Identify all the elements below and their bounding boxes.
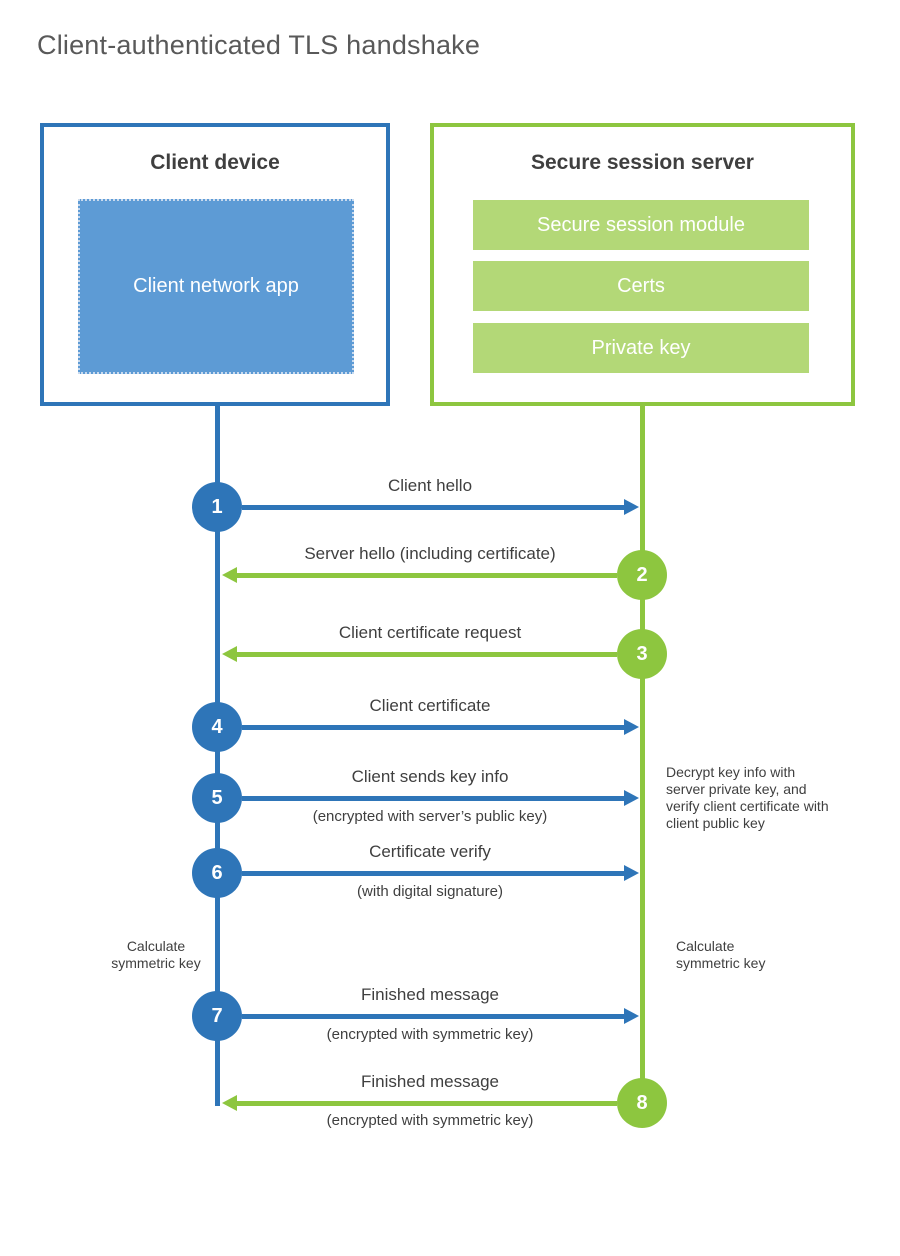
page-title: Client-authenticated TLS handshake — [37, 30, 481, 60]
step-6-arrowhead-right-icon — [624, 865, 639, 881]
server-lifeline — [640, 405, 645, 1081]
server-module-private-key: Private key — [473, 323, 809, 373]
step-7-arrow-line — [242, 1014, 624, 1019]
step-6-badge: 6 — [192, 848, 242, 898]
decrypt-key-info-note: Decrypt key info with server private key… — [666, 764, 829, 831]
step-4-arrowhead-right-icon — [624, 719, 639, 735]
client-device-box: Client device Client network app — [40, 123, 390, 406]
step-2-badge: 2 — [617, 550, 667, 600]
calculate-symmetric-key-note-server: Calculate symmetric key — [676, 938, 766, 971]
step-6-arrow-line — [242, 871, 624, 876]
step-8-label: Finished message — [361, 1072, 499, 1091]
step-7-label: Finished message — [361, 985, 499, 1004]
step-3-label: Client certificate request — [338, 623, 522, 642]
step-2-arrowhead-left-icon — [222, 567, 237, 583]
step-3-badge: 3 — [617, 629, 667, 679]
server-box-title: Secure session server — [531, 151, 754, 174]
step-8-arrow-line — [236, 1101, 617, 1106]
step-8-arrowhead-left-icon — [222, 1095, 237, 1111]
client-network-app-box: Client network app — [78, 199, 354, 374]
client-device-title: Client device — [150, 151, 280, 174]
server-box: Secure session server Secure session mod… — [430, 123, 855, 406]
step-1-label: Client hello — [387, 476, 473, 495]
step-3-arrowhead-left-icon — [222, 646, 237, 662]
step-4-label: Client certificate — [369, 696, 491, 715]
step-5-label: Client sends key info — [351, 767, 509, 786]
step-8-badge: 8 — [617, 1078, 667, 1128]
step-2-arrow-line — [236, 573, 617, 578]
step-4-badge: 4 — [192, 702, 242, 752]
step-5-badge: 5 — [192, 773, 242, 823]
server-module-secure-session-module: Secure session module — [473, 200, 809, 250]
step-1-badge: 1 — [192, 482, 242, 532]
step-7-arrowhead-right-icon — [624, 1008, 639, 1024]
step-2-label: Server hello (including certificate) — [304, 544, 556, 563]
step-6-sublabel: (with digital signature) — [357, 883, 503, 900]
step-5-arrowhead-right-icon — [624, 790, 639, 806]
step-4-arrow-line — [242, 725, 624, 730]
server-module-certs: Certs — [473, 261, 809, 311]
client-network-app-label: Client network app — [133, 275, 299, 297]
client-lifeline — [215, 405, 220, 1106]
step-1-arrowhead-right-icon — [624, 499, 639, 515]
step-5-arrow-line — [242, 796, 624, 801]
step-1-arrow-line — [242, 505, 624, 510]
step-8-sublabel: (encrypted with symmetric key) — [326, 1112, 534, 1129]
step-5-sublabel: (encrypted with server’s public key) — [312, 808, 548, 825]
step-3-arrow-line — [236, 652, 617, 657]
step-6-label: Certificate verify — [369, 842, 491, 861]
step-7-sublabel: (encrypted with symmetric key) — [326, 1026, 534, 1043]
calculate-symmetric-key-note-client: Calculate symmetric key — [111, 938, 201, 971]
step-7-badge: 7 — [192, 991, 242, 1041]
